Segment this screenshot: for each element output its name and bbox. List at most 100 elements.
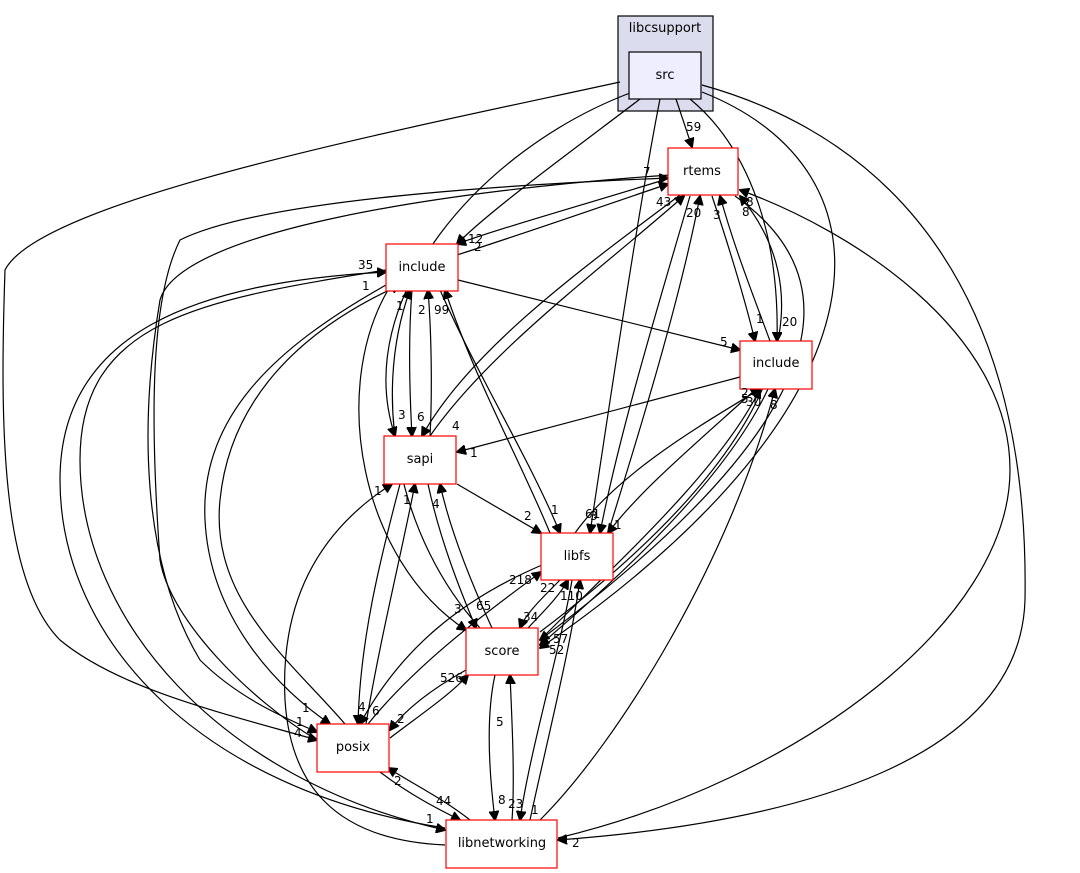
edge-label: 3 bbox=[454, 602, 462, 616]
edge-label: 7 bbox=[643, 165, 651, 179]
edge-label: 1 bbox=[362, 279, 370, 293]
edge-score-posix bbox=[390, 669, 467, 730]
edge-label: 65 bbox=[476, 599, 491, 613]
edge-label: 2 bbox=[572, 836, 580, 850]
edge-label: 1 bbox=[614, 518, 622, 532]
edge-rtems-include-right bbox=[711, 195, 755, 341]
edge-posix-rtems bbox=[153, 178, 668, 741]
edge-label: 23 bbox=[508, 797, 523, 811]
edge-label: 99 bbox=[434, 303, 449, 317]
edge-include-top-libnetworking bbox=[79, 269, 445, 830]
edge-include-right-score bbox=[540, 388, 769, 645]
edge-label: 1 bbox=[403, 493, 411, 507]
node-label: src bbox=[656, 68, 675, 83]
node-libfs[interactable]: libfs bbox=[540, 532, 614, 581]
edge-label: 12 bbox=[468, 232, 483, 246]
node-include-right[interactable]: include bbox=[739, 340, 813, 390]
edge-libnetworking-sapi bbox=[283, 484, 446, 846]
edge-src-libfs bbox=[590, 98, 661, 533]
edge-label: 44 bbox=[436, 794, 451, 808]
edge-score-sapi bbox=[440, 484, 493, 629]
edge-rtems-posix bbox=[147, 174, 671, 732]
node-libnetworking[interactable]: libnetworking bbox=[445, 819, 558, 869]
edge-libnetworking-score bbox=[510, 675, 513, 821]
edge-posix-score bbox=[389, 675, 468, 739]
node-src[interactable]: src bbox=[628, 51, 702, 100]
node-rtems[interactable]: rtems bbox=[667, 147, 739, 196]
node-score[interactable]: score bbox=[465, 627, 539, 676]
edge-sapi-libfs bbox=[456, 483, 541, 533]
edge-label: 8 bbox=[770, 398, 778, 412]
edge-posix-include-top bbox=[218, 285, 400, 725]
node-include-top[interactable]: include bbox=[385, 243, 459, 292]
edge-posix-sapi bbox=[365, 484, 415, 725]
edge-libfs-include-top bbox=[445, 290, 551, 534]
edge-label: 5 bbox=[720, 335, 728, 349]
edge-label: 8 bbox=[742, 205, 750, 219]
edge-label: 59 bbox=[686, 120, 701, 134]
edge-label: 20 bbox=[782, 315, 797, 329]
edge-label: 1 bbox=[551, 503, 559, 517]
edge-include-top-rtems bbox=[456, 184, 668, 256]
edge-src-include-right bbox=[689, 98, 777, 341]
edge-label: 2 bbox=[524, 509, 532, 523]
edge-label: 1 bbox=[470, 446, 478, 460]
edge-rtems-sapi bbox=[422, 194, 681, 436]
edge-rtems-libfs bbox=[600, 195, 691, 533]
edge-label: 57 bbox=[553, 632, 568, 646]
edge-src-libnetworking bbox=[558, 84, 1026, 840]
edge-label: 1 bbox=[396, 299, 404, 313]
edge-label: 43 bbox=[656, 195, 671, 209]
edge-libfs-libnetworking bbox=[520, 579, 573, 820]
edge-src-include-top bbox=[457, 98, 641, 244]
edge-label: 35 bbox=[358, 258, 373, 272]
cluster-label: libcsupport bbox=[629, 21, 702, 36]
edge-score-libnetworking bbox=[488, 674, 495, 820]
edge-sapi-rtems bbox=[429, 196, 684, 437]
edge-include-right-rtems bbox=[720, 196, 771, 342]
edges bbox=[2, 81, 1026, 846]
edge-libfs-posix bbox=[360, 564, 543, 724]
edge-score-include-right bbox=[539, 389, 760, 641]
edge-include-top-sapi bbox=[410, 289, 412, 436]
node-label: score bbox=[485, 644, 520, 659]
edge-label: 61 bbox=[585, 507, 600, 521]
edge-include-top-posix bbox=[204, 284, 387, 724]
edge-label: 1 bbox=[302, 701, 310, 715]
node-sapi[interactable]: sapi bbox=[383, 435, 457, 485]
node-label: libfs bbox=[564, 549, 591, 564]
edge-include-right-libfs bbox=[608, 388, 757, 533]
edge-sapi-posix bbox=[358, 483, 401, 724]
edge-label: 6 bbox=[417, 410, 425, 424]
node-label: rtems bbox=[683, 164, 721, 179]
edge-src-score bbox=[540, 91, 836, 648]
edge-libnetworking-include-top bbox=[59, 272, 446, 829]
edge-labels: 59 7 12 2 35 1 1 2 99 43 20 3 8 8 1 20 5… bbox=[294, 120, 797, 850]
edge-include-top-libfs bbox=[439, 289, 560, 533]
node-label: include bbox=[752, 356, 799, 371]
edge-label: 2 bbox=[418, 303, 426, 317]
edge-include-top-include-right bbox=[457, 279, 740, 350]
edge-label: 4 bbox=[294, 726, 302, 740]
edge-libfs-score bbox=[520, 579, 561, 628]
edge-label: 110 bbox=[560, 589, 583, 603]
node-label: posix bbox=[336, 740, 371, 755]
edge-score-libfs bbox=[527, 580, 568, 629]
edge-src-posix bbox=[2, 81, 621, 740]
node-posix[interactable]: posix bbox=[316, 723, 390, 773]
edge-label: 218 bbox=[509, 573, 532, 587]
edge-include-top-score bbox=[358, 289, 466, 630]
edge-label: 3 bbox=[713, 208, 721, 222]
edge-label: 4 bbox=[432, 497, 440, 511]
edge-label: 1 bbox=[531, 803, 539, 817]
edge-rtems-include-top bbox=[457, 177, 671, 244]
edge-src-rtems bbox=[675, 98, 692, 147]
edge-sapi-score bbox=[427, 483, 476, 628]
node-label: sapi bbox=[407, 452, 434, 467]
edge-sapi-include-top bbox=[428, 290, 431, 437]
edge-label: 526 bbox=[440, 671, 463, 685]
edge-label: 8 bbox=[746, 195, 754, 209]
node-label: include bbox=[398, 260, 445, 275]
edge-label: 34 bbox=[523, 610, 538, 624]
